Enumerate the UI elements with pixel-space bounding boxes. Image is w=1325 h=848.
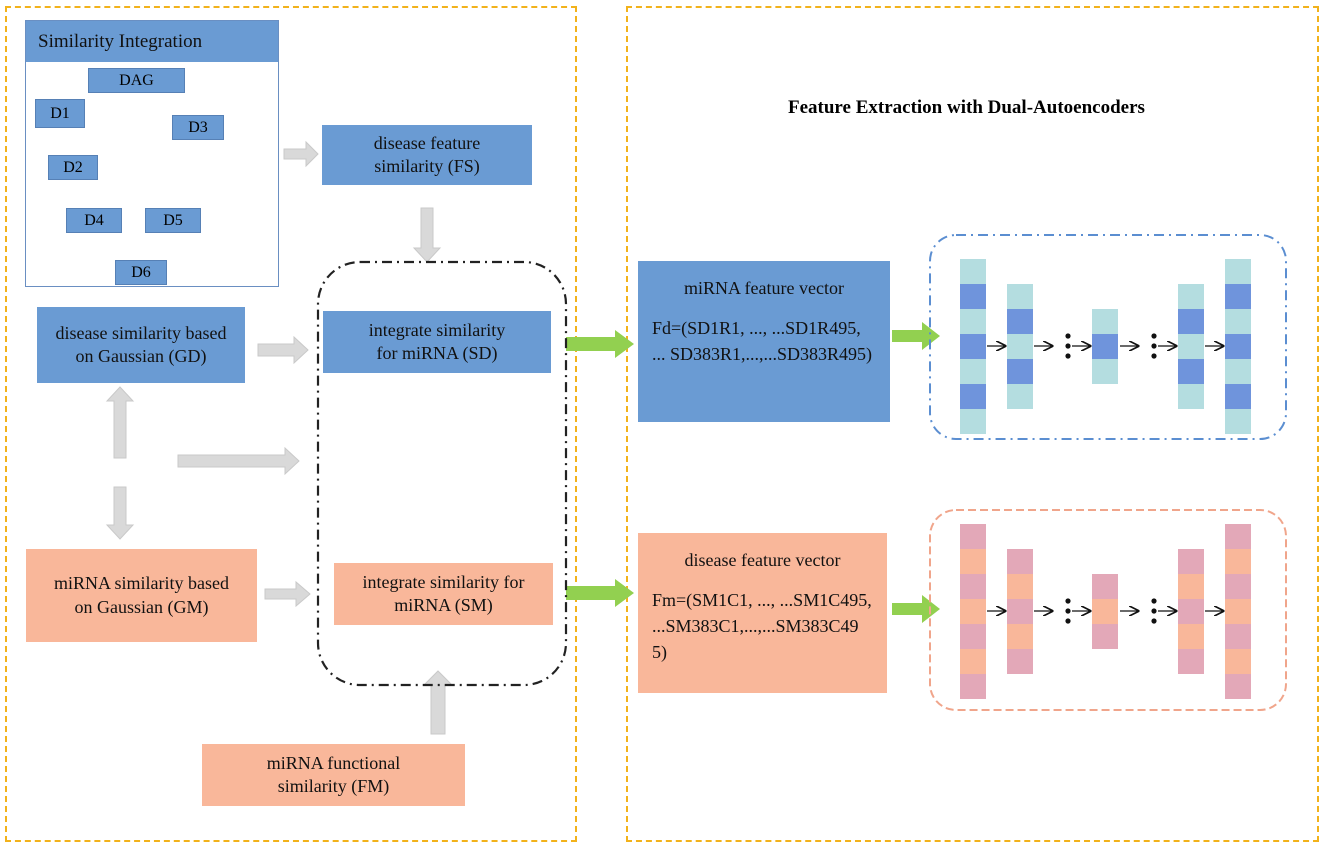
dag-node-d3: D3 xyxy=(172,115,224,140)
mirna-functional-similarity-box: miRNA functional similarity (FM) xyxy=(202,744,465,806)
ae-blue-layer-4-unit-6 xyxy=(1225,408,1251,434)
ae-pink-layer-4-unit-1 xyxy=(1225,548,1251,574)
similarity-integration-title: Similarity Integration xyxy=(26,21,278,62)
mirna-feature-formula: Fd=(SD1R1, ..., ...SD1R495, ... SD383R1,… xyxy=(652,318,873,365)
ae-blue-layer-0-unit-3 xyxy=(960,333,986,359)
ae-pink-layer-4-unit-6 xyxy=(1225,673,1251,699)
arrow-vector-to-ae-pink xyxy=(892,595,940,623)
disease-feature-formula: Fm=(SM1C1, ..., ...SM1C495, ...SM383C1,.… xyxy=(652,590,872,663)
ae-pink-layer-3-unit-0 xyxy=(1178,548,1204,574)
dag-node-d2: D2 xyxy=(48,155,98,180)
ae-blue-layer-0-unit-1 xyxy=(960,283,986,309)
disease-feature-vector-title: disease feature vector xyxy=(684,550,841,570)
ae-blue-layer-0-unit-2 xyxy=(960,308,986,334)
feature-extraction-title: Feature Extraction with Dual-Autoencoder… xyxy=(788,97,1145,118)
right-panel xyxy=(626,6,1319,842)
ae-pink-layer-3-unit-1 xyxy=(1178,573,1204,599)
ae-pink-layer-0-unit-2 xyxy=(960,573,986,599)
autoencoder-frame-pink xyxy=(929,509,1287,711)
ae-blue-layer-4-unit-5 xyxy=(1225,383,1251,409)
similarity-integration-box: Similarity Integration xyxy=(25,20,279,287)
autoencoder-frame-blue xyxy=(929,234,1287,440)
ae-pink-layer-1-unit-2 xyxy=(1007,598,1033,624)
arrow-fs-to-sd xyxy=(412,207,442,263)
ae-pink-layer-0-unit-3 xyxy=(960,598,986,624)
arrow-fm-to-sm xyxy=(422,670,454,735)
arrow-down-to-gm xyxy=(105,486,135,540)
ae-pink-layer-2-unit-2 xyxy=(1092,623,1118,649)
ae-blue-layer-0-unit-6 xyxy=(960,408,986,434)
ae-pink-layer-4-unit-3 xyxy=(1225,598,1251,624)
arrow-up-to-gd xyxy=(105,386,135,459)
ae-blue-layer-1-unit-1 xyxy=(1007,308,1033,334)
ae-pink-layer-4-unit-2 xyxy=(1225,573,1251,599)
ae-pink-layer-0-unit-6 xyxy=(960,673,986,699)
ae-blue-layer-0-unit-5 xyxy=(960,383,986,409)
arrow-gd-to-sd xyxy=(257,335,309,365)
ae-pink-layer-3-unit-3 xyxy=(1178,623,1204,649)
ae-pink-layer-4-unit-5 xyxy=(1225,648,1251,674)
ae-blue-layer-2-unit-2 xyxy=(1092,358,1118,384)
ae-pink-layer-0-unit-0 xyxy=(960,523,986,549)
ae-pink-layer-4-unit-0 xyxy=(1225,523,1251,549)
ae-blue-layer-2-unit-1 xyxy=(1092,333,1118,359)
disease-feature-vector-box: disease feature vector Fm=(SM1C1, ..., .… xyxy=(638,533,887,693)
dag-node-d4: D4 xyxy=(66,208,122,233)
mirna-feature-vector-title: miRNA feature vector xyxy=(684,278,844,298)
ae-blue-layer-0-unit-4 xyxy=(960,358,986,384)
ae-pink-layer-2-unit-1 xyxy=(1092,598,1118,624)
ae-blue-layer-4-unit-4 xyxy=(1225,358,1251,384)
arrow-si-to-fs xyxy=(283,140,319,168)
ae-blue-layer-2-unit-0 xyxy=(1092,308,1118,334)
ae-blue-layer-3-unit-2 xyxy=(1178,333,1204,359)
dag-node-d5: D5 xyxy=(145,208,201,233)
ae-blue-layer-3-unit-1 xyxy=(1178,308,1204,334)
ae-blue-layer-3-unit-4 xyxy=(1178,383,1204,409)
disease-feature-similarity-box: disease feature similarity (FS) xyxy=(322,125,532,185)
integrate-sd-box: integrate similarity for miRNA (SD) xyxy=(323,311,551,373)
ae-blue-layer-4-unit-1 xyxy=(1225,283,1251,309)
integration-loop xyxy=(316,260,568,687)
ae-blue-layer-0-unit-0 xyxy=(960,258,986,284)
ae-blue-layer-3-unit-0 xyxy=(1178,283,1204,309)
mirna-feature-vector-box: miRNA feature vector Fd=(SD1R1, ..., ...… xyxy=(638,261,890,422)
arrow-vector-to-ae-blue xyxy=(892,322,940,350)
ae-pink-layer-0-unit-4 xyxy=(960,623,986,649)
mirna-similarity-gaussian-box: miRNA similarity based on Gaussian (GM) xyxy=(26,549,257,642)
ae-blue-layer-1-unit-2 xyxy=(1007,333,1033,359)
dag-node-d1: D1 xyxy=(35,99,85,128)
ae-blue-layer-4-unit-3 xyxy=(1225,333,1251,359)
ae-blue-layer-1-unit-3 xyxy=(1007,358,1033,384)
ae-pink-layer-3-unit-4 xyxy=(1178,648,1204,674)
ae-blue-layer-4-unit-2 xyxy=(1225,308,1251,334)
ae-blue-layer-3-unit-3 xyxy=(1178,358,1204,384)
ae-pink-layer-1-unit-1 xyxy=(1007,573,1033,599)
ae-pink-layer-1-unit-3 xyxy=(1007,623,1033,649)
arrow-sd-to-vector xyxy=(566,330,634,358)
disease-similarity-gaussian-box: disease similarity based on Gaussian (GD… xyxy=(37,307,245,383)
ae-pink-layer-2-unit-0 xyxy=(1092,573,1118,599)
arrow-gm-to-sm xyxy=(264,580,311,608)
ae-blue-layer-1-unit-0 xyxy=(1007,283,1033,309)
integrate-sm-box: integrate similarity for miRNA (SM) xyxy=(334,563,553,625)
ae-blue-layer-1-unit-4 xyxy=(1007,383,1033,409)
dag-node-d6: D6 xyxy=(115,260,167,285)
ae-pink-layer-4-unit-4 xyxy=(1225,623,1251,649)
ae-pink-layer-1-unit-4 xyxy=(1007,648,1033,674)
dag-label: DAG xyxy=(88,68,185,93)
arrow-sm-to-vector xyxy=(566,579,634,607)
arrow-mid-to-integrate xyxy=(177,446,300,476)
ae-pink-layer-0-unit-1 xyxy=(960,548,986,574)
ae-pink-layer-0-unit-5 xyxy=(960,648,986,674)
ae-pink-layer-1-unit-0 xyxy=(1007,548,1033,574)
ae-pink-layer-3-unit-2 xyxy=(1178,598,1204,624)
ae-blue-layer-4-unit-0 xyxy=(1225,258,1251,284)
left-panel xyxy=(5,6,577,842)
